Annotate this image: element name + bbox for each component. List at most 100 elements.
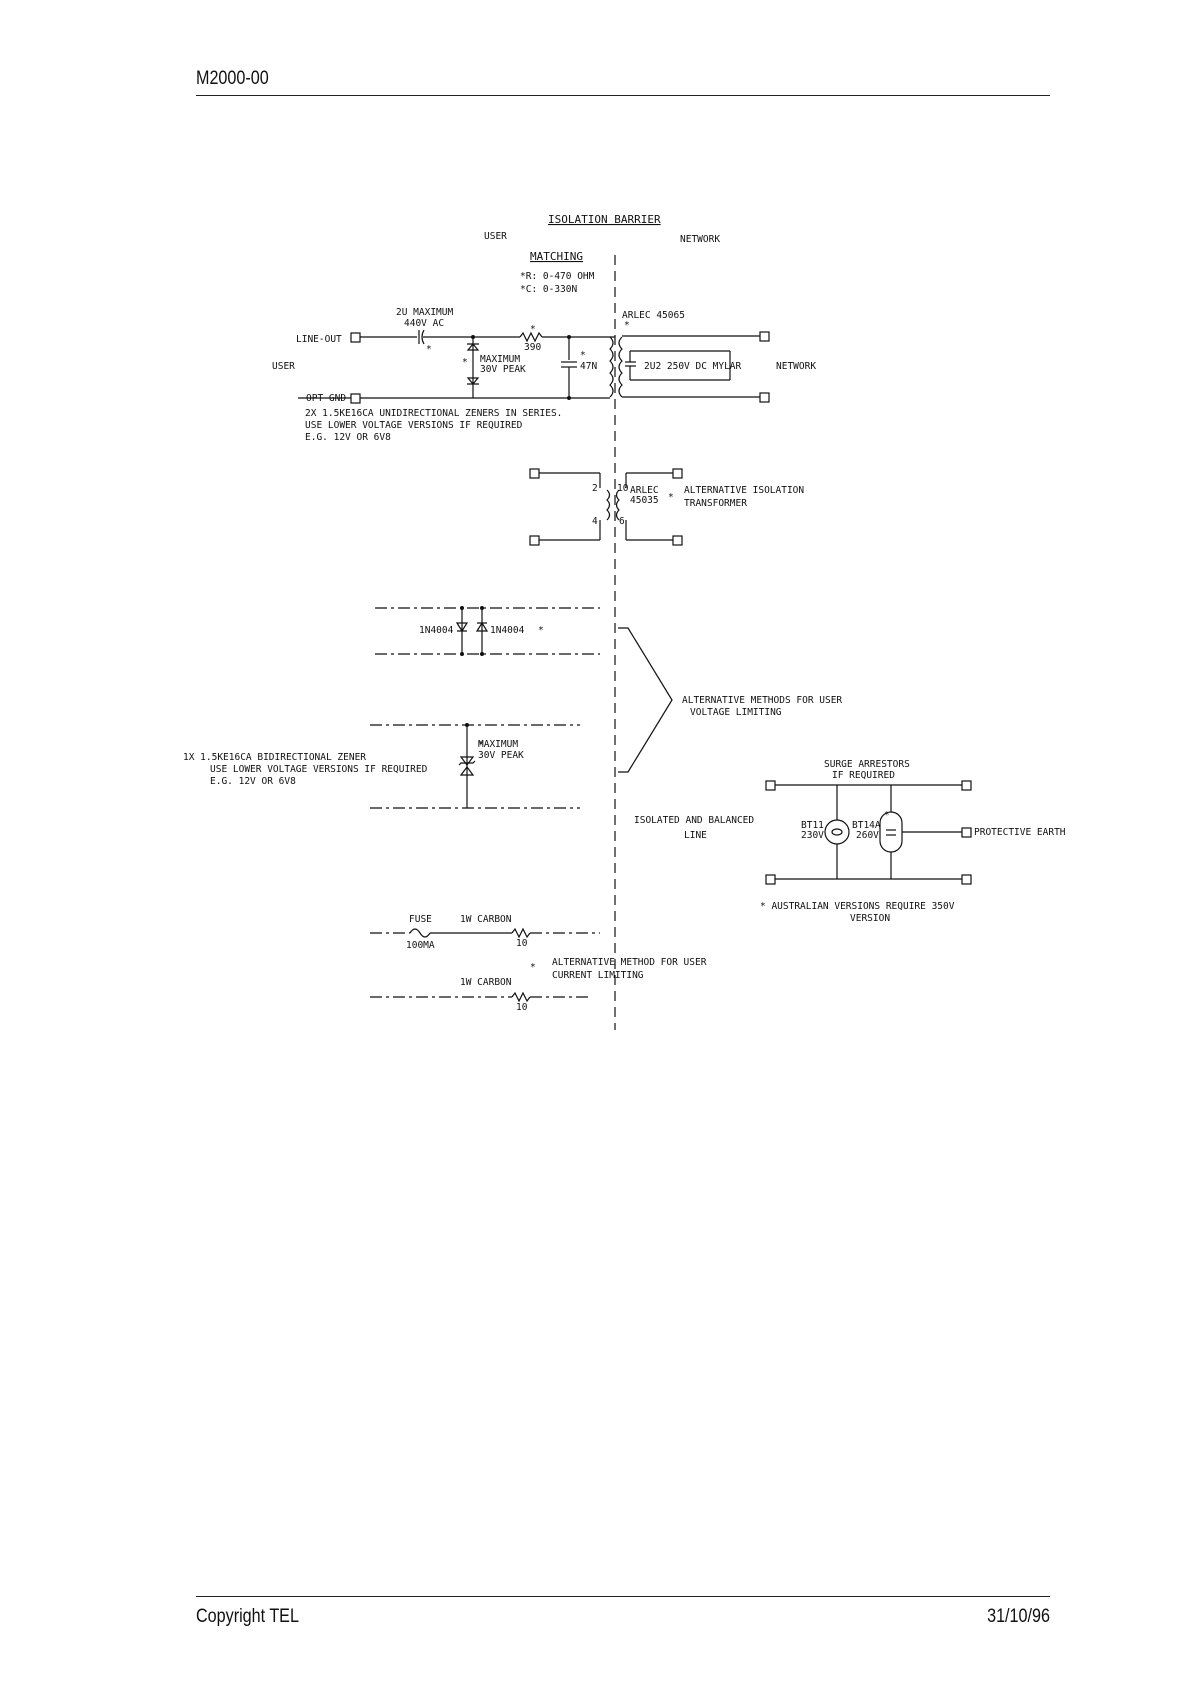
surge-terminal-tl: [765, 780, 776, 791]
star-res: *: [530, 324, 536, 335]
surge-1: SURGE ARRESTORS: [824, 759, 910, 770]
network-top-label: NETWORK: [680, 234, 720, 245]
zener-upper: [466, 343, 480, 351]
aus-note-2: VERSION: [850, 913, 890, 924]
surge-terminal-bl: [765, 874, 776, 885]
zener-max-1: MAXIMUM: [480, 354, 520, 365]
diode-1n4004-left: [455, 622, 469, 633]
star-alt-tx: *: [668, 492, 674, 503]
diode-right-label: 1N4004: [490, 625, 525, 636]
document-id: M2000-00: [196, 68, 269, 89]
alt-transformer-2: TRANSFORMER: [684, 498, 747, 509]
bidir-max-1: MAXIMUM: [478, 739, 518, 750]
network-terminal-bottom: [759, 392, 770, 403]
star-bt14a: *: [884, 810, 890, 821]
carbon-resistor-2: [511, 991, 531, 1003]
bt11-label-2: 230V: [801, 830, 824, 841]
bt11-label-1: BT11: [801, 820, 824, 831]
alt-tx-primary: [606, 489, 611, 521]
matching-c: *C: 0-330N: [520, 284, 577, 295]
opt-gnd-label: OPT-GND: [306, 393, 346, 404]
footer-rule: [196, 1596, 1050, 1597]
pin-6-label: 6: [619, 516, 625, 527]
cap-max-2: 440V AC: [404, 318, 444, 329]
carbon-2-label: 1W CARBON: [460, 977, 512, 988]
diode-1n4004-right: [475, 621, 489, 632]
pin-4-label: 4: [592, 516, 598, 527]
header-rule: [196, 95, 1050, 96]
matching-r: *R: 0-470 OHM: [520, 271, 595, 282]
pin-10-label: 10: [617, 483, 629, 494]
zener-note-2: USE LOWER VOLTAGE VERSIONS IF REQUIRED: [305, 420, 523, 431]
matching-title: MATCHING: [530, 250, 583, 263]
bidir-note-1: 1X 1.5KE16CA BIDIRECTIONAL ZENER: [183, 752, 366, 763]
alt-tx-secondary: [615, 489, 620, 521]
star-current: *: [530, 962, 536, 973]
star-47n: *: [580, 350, 586, 361]
resistor-value: 390: [524, 342, 541, 353]
isolated-1: ISOLATED AND BALANCED: [634, 815, 754, 826]
alt-tx-terminal-tl: [529, 468, 540, 479]
alt-current-2: CURRENT LIMITING: [552, 970, 644, 981]
alt-tx-terminal-bl: [529, 535, 540, 546]
alt-methods-2: VOLTAGE LIMITING: [690, 707, 782, 718]
user-top-label: USER: [484, 231, 507, 242]
bidir-note-2: USE LOWER VOLTAGE VERSIONS IF REQUIRED: [210, 764, 428, 775]
arlec-45035-2: 45035: [630, 495, 659, 506]
bidir-note-3: E.G. 12V OR 6V8: [210, 776, 296, 787]
footer-copyright: Copyright TEL: [196, 1606, 299, 1627]
cap-max-1: 2U MAXIMUM: [396, 307, 453, 318]
zener-lower: [466, 377, 480, 385]
fuse-label: FUSE: [409, 914, 432, 925]
surge-terminal-br: [961, 874, 972, 885]
surge-2: IF REQUIRED: [832, 770, 895, 781]
network-terminal-top: [759, 331, 770, 342]
network-right-label: NETWORK: [776, 361, 816, 372]
opt-gnd-terminal: [350, 393, 361, 404]
star-bidir: *: [478, 740, 484, 751]
fuse-value: 100MA: [406, 940, 435, 951]
line-out-label: LINE-OUT: [296, 334, 342, 345]
pin-2-label: 2: [592, 483, 598, 494]
carbon-val-2: 10: [516, 1002, 528, 1013]
protective-earth-label: PROTECTIVE EARTH: [974, 827, 1066, 838]
mylar-cap-label: 2U2 250V DC MYLAR: [644, 361, 742, 372]
arlec-45035-1: ARLEC: [630, 485, 659, 496]
carbon-resistor-1: [511, 927, 531, 939]
alt-current-1: ALTERNATIVE METHOD FOR USER: [552, 957, 707, 968]
bidir-max-2: 30V PEAK: [478, 750, 524, 761]
zener-note-1: 2X 1.5KE16CA UNIDIRECTIONAL ZENERS IN SE…: [305, 408, 562, 419]
diode-left-label: 1N4004: [419, 625, 454, 636]
protective-earth-terminal: [961, 827, 972, 838]
bt11-arrestor: [824, 819, 850, 845]
zener-note-3: E.G. 12V OR 6V8: [305, 432, 391, 443]
zener-max-2: 30V PEAK: [480, 364, 526, 375]
arlec-45065-label: ARLEC 45065: [622, 310, 685, 321]
carbon-val-1: 10: [516, 938, 528, 949]
alt-transformer-1: ALTERNATIVE ISOLATION: [684, 485, 804, 496]
user-left-label: USER: [272, 361, 295, 372]
star-arlec: *: [624, 320, 630, 331]
alt-tx-terminal-tr: [672, 468, 683, 479]
bt14a-label-1: BT14A: [852, 820, 881, 831]
isolated-2: LINE: [684, 830, 707, 841]
star-zener: *: [462, 357, 468, 368]
cap-47n-label: 47N: [580, 361, 597, 372]
line-out-terminal: [350, 332, 361, 343]
fuse-100ma: [409, 928, 431, 938]
barrier-title: ISOLATION BARRIER: [548, 213, 661, 226]
bidir-zener: [458, 756, 476, 776]
alt-tx-terminal-br: [672, 535, 683, 546]
surge-terminal-tr: [961, 780, 972, 791]
alternatives-brace: [618, 627, 673, 773]
transformer-secondary-coil: [618, 336, 623, 398]
star-diode: *: [538, 625, 544, 636]
transformer-primary-coil: [609, 336, 614, 398]
bt14a-label-2: 260V: [856, 830, 879, 841]
alt-methods-1: ALTERNATIVE METHODS FOR USER: [682, 695, 842, 706]
aus-note-1: * AUSTRALIAN VERSIONS REQUIRE 350V: [760, 901, 955, 912]
footer-date: 31/10/96: [987, 1606, 1050, 1627]
carbon-1-label: 1W CARBON: [460, 914, 512, 925]
resistor-390: [519, 331, 543, 343]
